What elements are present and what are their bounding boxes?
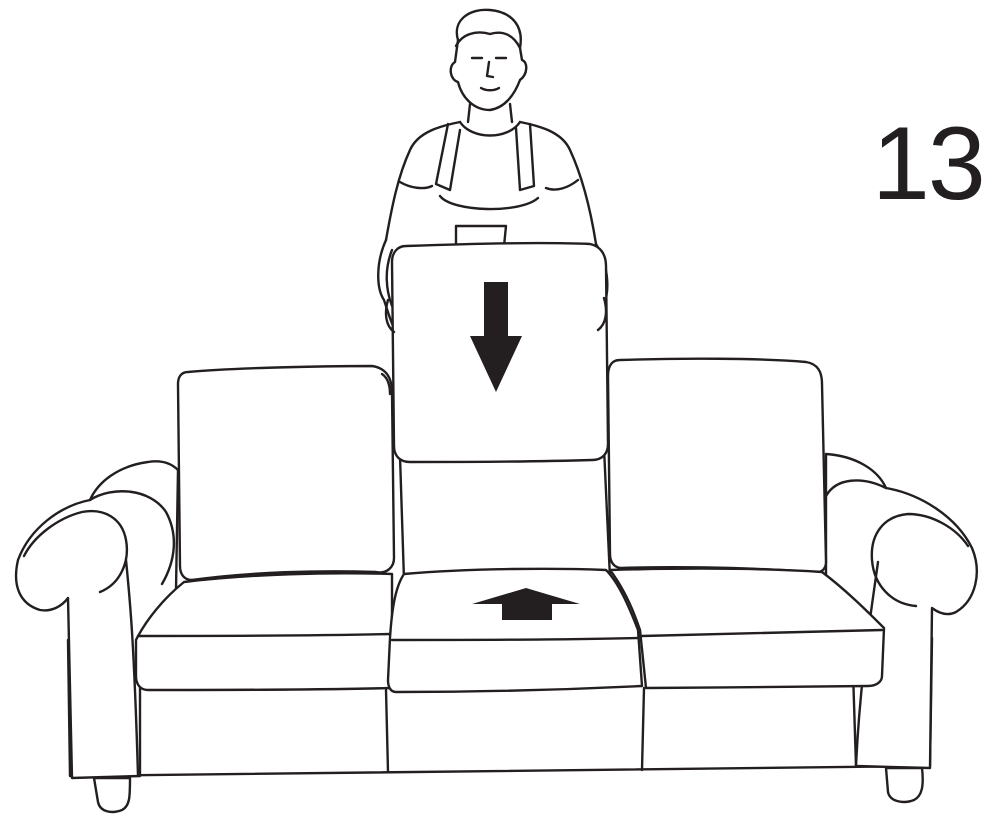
person-hair — [456, 33, 520, 49]
right-back-cushion — [608, 359, 826, 573]
person-nose — [487, 62, 493, 77]
sofa-back-middle — [400, 448, 610, 580]
person-mouth — [481, 88, 499, 90]
right-front-leg — [886, 768, 923, 802]
person-overall-straps — [436, 124, 534, 190]
left-back-cushion — [178, 366, 394, 580]
person-head — [451, 10, 527, 110]
person-collar — [460, 122, 520, 136]
left-front-leg — [94, 778, 130, 812]
middle-seat-cushion — [388, 569, 642, 692]
step-number: 13 — [872, 112, 984, 216]
left-seat-cushion — [136, 573, 392, 690]
person-overall-bib — [440, 196, 538, 246]
person-sleeves — [400, 180, 578, 190]
